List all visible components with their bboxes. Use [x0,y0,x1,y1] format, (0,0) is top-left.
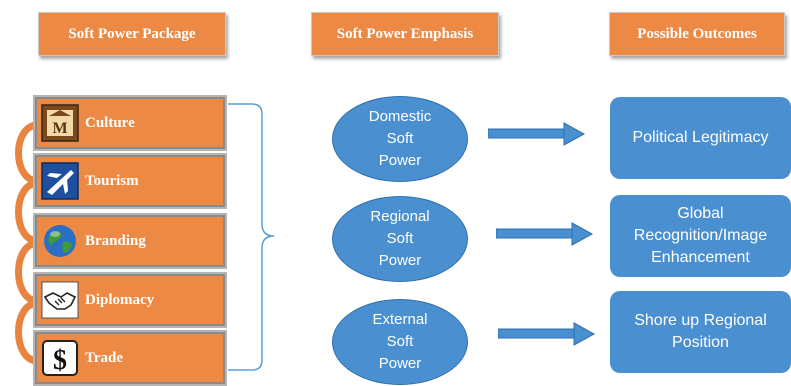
museum-icon: M [41,104,79,142]
globe-icon [44,225,76,257]
outcome-global-recognition: Global Recognition/Image Enhancement [610,195,791,277]
package-item-label: Culture [85,114,135,131]
dollar-icon: $ [42,340,78,376]
emphasis-regional: Regional Soft Power [332,196,468,282]
emphasis-domestic: Domestic Soft Power [332,96,468,182]
package-item-tourism: Tourism [33,153,227,209]
package-item-branding: Branding [33,213,227,269]
outcome-political-legitimacy: Political Legitimacy [610,97,791,179]
package-item-label: Branding [85,232,146,249]
package-item-diplomacy: Diplomacy [33,272,227,328]
package-item-label: Trade [85,349,124,366]
outcome-shore-up-regional: Shore up Regional Position [610,291,791,373]
chain-link-4 [15,299,39,365]
chain-links [15,121,39,365]
svg-text:$: $ [53,345,67,376]
header-possible-outcomes: Possible Outcomes [609,12,785,56]
package-item-trade: $ Trade [33,330,227,386]
arrow-2 [496,222,594,246]
package-item-culture: M Culture [33,95,227,151]
chain-link-3 [15,239,39,305]
package-item-label: Diplomacy [85,291,155,308]
handshake-icon [41,281,79,319]
bracket [228,103,275,371]
package-item-label: Tourism [85,172,139,189]
airplane-icon [41,162,79,200]
emphasis-external: External Soft Power [332,299,468,385]
arrow-1 [488,122,586,146]
svg-text:M: M [52,120,67,137]
chain-link-2 [15,179,39,245]
header-soft-power-emphasis: Soft Power Emphasis [311,12,499,56]
chain-link-1 [15,121,39,185]
header-soft-power-package: Soft Power Package [38,12,226,56]
arrow-3 [498,322,596,346]
